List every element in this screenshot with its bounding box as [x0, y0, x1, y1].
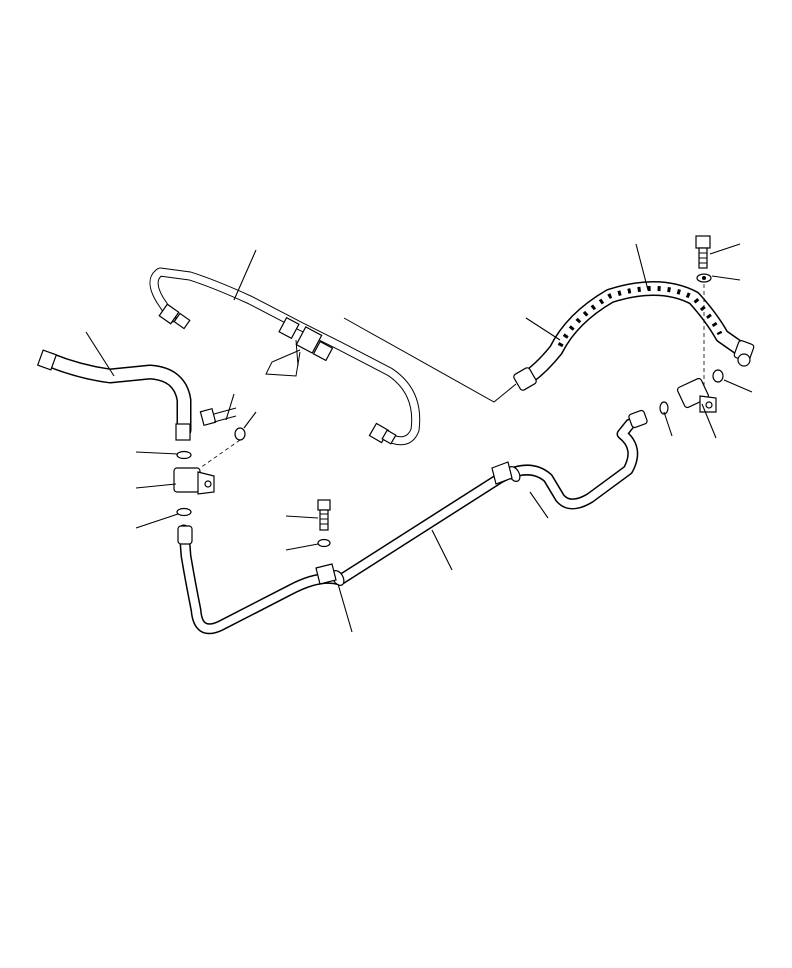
bolt-left	[199, 407, 246, 469]
tee-block-right	[659, 369, 724, 415]
bolt-right	[695, 235, 712, 388]
reference-link-line	[343, 317, 517, 403]
left-flexible-hose	[36, 349, 192, 441]
reference-pipe-assembly	[149, 267, 421, 446]
clamp-bolt-middle	[315, 499, 337, 585]
tee-block-left	[173, 450, 215, 517]
leader-lines	[85, 243, 753, 633]
clamp-right	[491, 461, 513, 485]
main-rigid-pipe	[177, 409, 648, 635]
right-flexible-hose	[513, 281, 755, 391]
